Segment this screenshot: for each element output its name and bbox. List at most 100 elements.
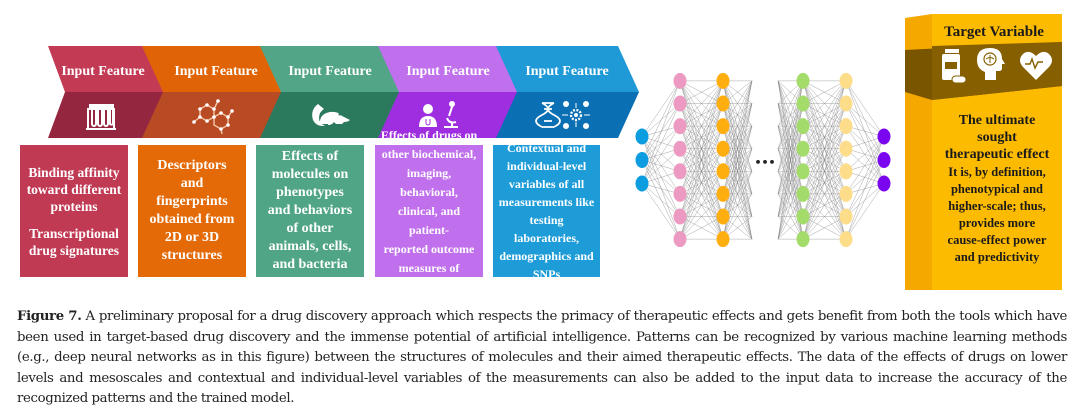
network-edge [845,171,885,184]
network-edge [679,80,724,240]
node-hidden-1 [673,231,687,248]
mouse-icon [312,104,350,126]
network-edge [845,103,885,161]
input-box-3-text: Effects of molecules on phenotypes and b… [267,149,353,272]
target-title: Target Variable [944,24,1044,40]
network-edge [641,183,681,240]
network-edge [802,80,847,217]
network-edge [641,125,681,184]
input-box-5-text: Contextual and individual-level variable… [498,141,595,281]
network-edge [641,136,681,172]
network-edge [722,171,753,240]
node-hidden-1 [673,185,687,202]
network-edge [679,80,724,127]
network-edge [802,193,847,240]
network-edge [845,136,885,195]
node-hidden-n [839,208,853,225]
network-edge [679,80,724,104]
network-edge [641,159,681,217]
network-edge [777,171,804,240]
node-hidden-n-1 [796,95,810,112]
network-edge [641,159,681,240]
network-edge [845,80,885,137]
node-hidden-1 [673,140,687,157]
input-box-binding-affinity: Binding affinity toward different protei… [20,145,128,277]
node-output [877,128,891,145]
network-edge [679,193,724,240]
network-edge [641,80,681,161]
network-edge [679,103,724,240]
node-hidden-2 [716,118,730,135]
network-edge [641,103,681,184]
network-edge [641,136,681,195]
network-edge [845,125,885,184]
input-box-1-text-1: Binding affinity toward different protei… [26,164,122,214]
node-hidden-n-1 [796,231,810,248]
network-edge [722,80,753,127]
node-hidden-n [839,140,853,157]
input-feature-chevrons: Input Feature Input Feature [48,46,639,138]
pill-bottle-icon [942,49,967,84]
network-edge [641,136,681,217]
node-hidden-n [839,72,853,89]
network-edge [802,171,847,240]
network-edge [679,80,724,217]
network-edge [641,80,681,184]
input-box-2-text: Descriptors and fingerprints obtained fr… [149,158,235,263]
node-output [877,175,891,192]
node-hidden-n-1 [796,208,810,225]
chevron-4-top [378,46,522,92]
network-edge [641,171,681,184]
test-tubes-icon [86,104,116,130]
input-box-descriptors: Descriptors and fingerprints obtained fr… [138,145,246,277]
network-edge [641,80,681,137]
input-box-1-text-2: Transcriptional drug signatures [28,225,120,258]
input-box-human-measures: Effects of drugs on other biochemical, i… [375,128,483,294]
node-hidden-n-1 [796,185,810,202]
neural-network [635,72,891,248]
network-edge [802,80,847,194]
node-hidden-n [839,163,853,180]
target-main-text: The ultimate sought therapeutic effect [944,113,1050,162]
node-hidden-2 [716,72,730,89]
network-edge [641,148,681,184]
doctor-icon [419,104,437,127]
network-edge [777,80,804,149]
node-hidden-1 [673,208,687,225]
microscope-icon [444,101,458,128]
chevron-5-top [496,46,639,92]
node-hidden-2 [716,140,730,157]
network-edge [802,80,847,127]
node-hidden-n-1 [796,118,810,135]
heart-pulse-icon [1020,51,1052,80]
network-edge [777,80,804,172]
hidden-layers-ellipsis: ••• [754,156,775,169]
network-edge [845,125,885,161]
node-hidden-2 [716,208,730,225]
network-edge [777,80,804,127]
target-detail-text: It is, by definition, phenotypical and h… [947,165,1047,264]
network-edge [802,80,847,104]
network-edge [845,103,885,137]
network-edge [845,148,885,161]
chevron-3: Input Feature [260,46,404,138]
network-edge [802,80,847,149]
network-edge [845,136,885,240]
node-hidden-n [839,118,853,135]
network-edge [845,148,885,184]
node-hidden-2 [716,185,730,202]
node-output [877,152,891,168]
chevron-1-top [48,46,168,92]
network-edge [679,126,724,240]
drug-discovery-diagram: Input Feature Input Feature [48,14,1062,290]
network-edge [777,193,804,240]
network-edge [641,159,681,195]
network-edge [641,183,681,217]
node-hidden-n-1 [796,163,810,180]
network-edge [722,193,753,240]
node-hidden-n-1 [796,140,810,157]
network-connections [641,80,885,240]
node-hidden-n [839,95,853,112]
figure-label: Figure 7. [17,309,82,324]
chevron-5-title: Input Feature [525,64,608,79]
